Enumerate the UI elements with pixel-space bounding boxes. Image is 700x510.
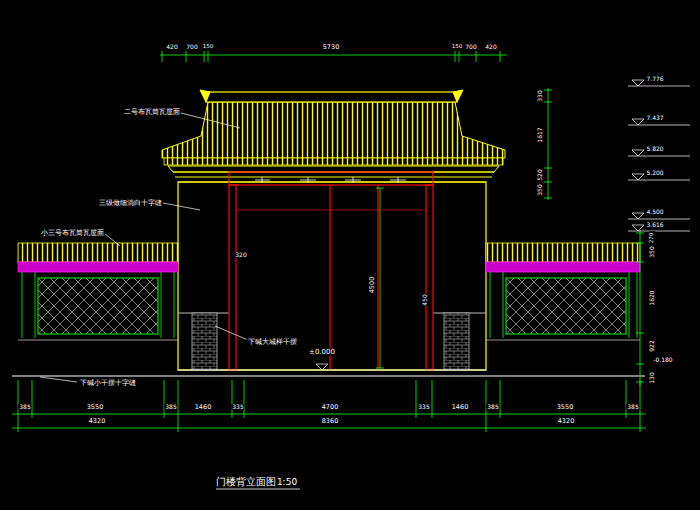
dimension-label: 7.437 xyxy=(645,115,664,121)
scale-label: 1:50 xyxy=(276,478,298,487)
dimension-label: 4.500 xyxy=(645,209,664,215)
dimension-label: 335 xyxy=(231,404,244,410)
dimension-label: 1617 xyxy=(537,126,543,143)
gate-walls xyxy=(178,182,486,370)
drawing-title: 门楼背立面图 xyxy=(215,477,277,487)
dimension-label: 420 xyxy=(484,44,497,50)
ground-lines xyxy=(12,370,645,376)
dimension-label: 420 xyxy=(165,44,178,50)
dimension-label: 150 xyxy=(451,44,464,50)
dimension-label: 385 xyxy=(18,404,31,410)
door-frame xyxy=(229,172,433,370)
dimension-label: 1460 xyxy=(194,404,213,411)
dimension-label: -0.180 xyxy=(652,357,673,363)
dimension-label: 小三号布瓦筒瓦屋面 xyxy=(40,230,105,237)
dimension-label: 5.200 xyxy=(645,170,664,176)
dimension-label: 5730 xyxy=(322,44,341,51)
dimension-label: 下碱小干摆十字缝 xyxy=(79,380,137,387)
side-walls xyxy=(18,243,640,340)
dimension-label: 5.820 xyxy=(645,146,664,152)
cornice xyxy=(168,166,499,182)
dimension-label: 8360 xyxy=(321,418,340,425)
dimension-label: 3550 xyxy=(556,404,575,411)
dimension-label: 922 xyxy=(649,339,655,352)
dimension-label: 520 xyxy=(537,168,543,181)
dimension-label: 350 xyxy=(649,245,655,258)
dimension-label: 3550 xyxy=(86,404,105,411)
dimension-label: 350 xyxy=(537,183,543,196)
lintel-ornaments xyxy=(255,177,406,183)
dimension-label: 150 xyxy=(202,44,215,50)
dimension-label: 320 xyxy=(234,252,247,258)
dimension-label: 700 xyxy=(464,44,477,50)
dimension-label: 385 xyxy=(626,404,639,410)
dimension-label: ±0.000 xyxy=(308,349,336,356)
dimension-label: 700 xyxy=(185,44,198,50)
dimension-label: 4320 xyxy=(88,418,107,425)
dimension-label: 385 xyxy=(486,404,499,410)
title-underline xyxy=(216,489,300,490)
dimension-label: 330 xyxy=(537,89,543,102)
dimension-label: 335 xyxy=(417,404,430,410)
dimension-label: 二号布瓦筒瓦屋面 xyxy=(123,109,181,116)
dimension-lines xyxy=(12,51,646,432)
dimension-label: 1460 xyxy=(451,404,470,411)
dimension-label: 450 xyxy=(422,293,428,306)
dimension-label: 4700 xyxy=(321,404,340,411)
dimension-label: 130 xyxy=(649,371,655,384)
dimension-label: 4320 xyxy=(557,418,576,425)
dimension-label: 270 xyxy=(649,232,655,245)
leader-lines xyxy=(40,113,248,382)
dimension-label: 4500 xyxy=(369,276,376,295)
level-marks xyxy=(316,80,690,370)
dimension-label: 下碱大城样干摆 xyxy=(247,339,298,346)
dimension-label: 3.616 xyxy=(645,222,664,228)
dimension-label: 7.776 xyxy=(645,76,664,82)
dimension-label: 三级做细淌白十字缝 xyxy=(98,200,163,207)
dimension-label: 385 xyxy=(164,404,177,410)
main-roof xyxy=(162,90,505,165)
dimension-label: 1620 xyxy=(649,289,655,306)
